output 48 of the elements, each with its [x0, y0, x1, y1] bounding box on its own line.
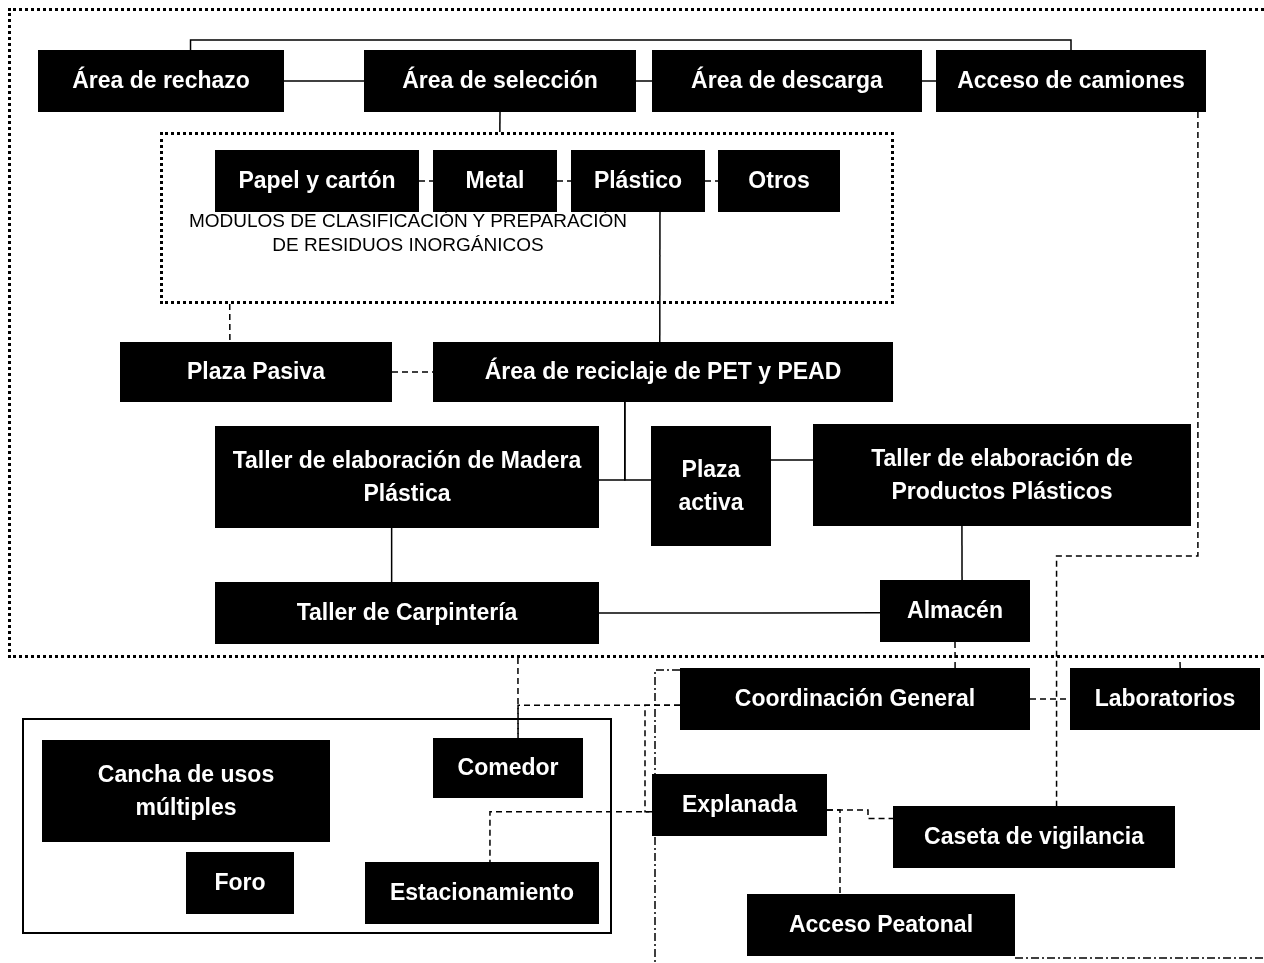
area-block: Laboratorios	[1070, 668, 1260, 730]
zone-frame	[8, 8, 1264, 658]
connector-line	[921, 80, 937, 82]
connector-line	[229, 303, 231, 343]
connector-line	[189, 39, 1072, 51]
area-block: Acceso de camiones	[936, 50, 1206, 112]
area-block: Plaza activa	[651, 426, 771, 546]
connector-line	[644, 704, 681, 813]
area-block: Plástico	[571, 150, 705, 212]
area-block: Área de descarga	[652, 50, 922, 112]
area-block: Taller de elaboración de Madera Plástica	[215, 426, 599, 528]
connector-line	[556, 180, 572, 182]
connector-line	[598, 612, 881, 614]
area-block: Otros	[718, 150, 840, 212]
connector-line	[826, 809, 841, 895]
connector-line	[499, 111, 501, 133]
area-block: Almacén	[880, 580, 1030, 642]
module-zone-frame	[22, 718, 612, 934]
area-block: Coordinación General	[680, 668, 1030, 730]
connector-line	[489, 811, 653, 863]
connector-line	[390, 527, 393, 583]
connector-line	[624, 401, 652, 481]
area-block: Papel y cartón	[215, 150, 419, 212]
connector-line	[954, 641, 956, 669]
area-block: Metal	[433, 150, 557, 212]
area-block: Área de rechazo	[38, 50, 284, 112]
area-block: Plaza Pasiva	[120, 342, 392, 402]
area-block: Taller de Carpintería	[215, 582, 599, 644]
module-zone-frame	[160, 132, 894, 304]
area-block: Área de selección	[364, 50, 636, 112]
connector-line	[770, 459, 814, 461]
connector-line	[961, 525, 963, 581]
connector-line	[635, 80, 653, 82]
zone-title: MODULOS DE CLASIFICACIÓN Y PREPARACIÓN DE RESIDUOS INORGÁNICOS	[187, 209, 629, 257]
connector-line	[418, 180, 434, 182]
connector-line	[283, 80, 365, 82]
connector-line	[659, 211, 661, 343]
connector-line	[1055, 111, 1199, 807]
area-block: Explanada	[652, 774, 827, 836]
area-block: Estacionamiento	[365, 862, 599, 924]
area-block: Comedor	[433, 738, 583, 798]
connector-line	[704, 180, 719, 182]
area-block: Acceso Peatonal	[747, 894, 1015, 956]
area-block: Área de reciclaje de PET y PEAD	[433, 342, 893, 402]
area-block: Foro	[186, 852, 294, 914]
area-block: Caseta de vigilancia	[893, 806, 1175, 868]
area-block: Taller de elaboración de Productos Plásticos	[813, 424, 1191, 526]
area-block: Cancha de usos múltiples	[42, 740, 330, 842]
